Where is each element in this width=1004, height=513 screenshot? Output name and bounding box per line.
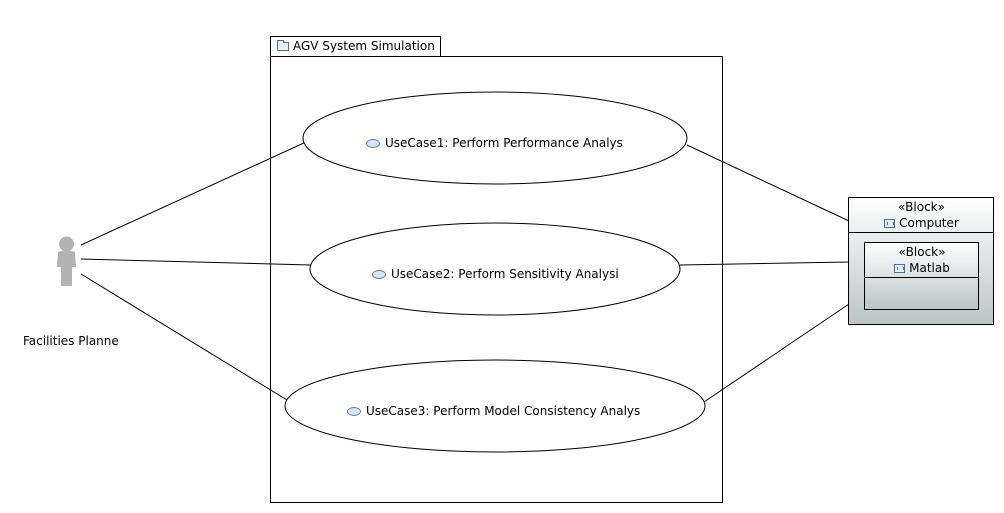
package-label: AGV System Simulation bbox=[277, 39, 435, 53]
actor-label: Facilities Planne bbox=[23, 334, 119, 348]
use-case-icon bbox=[366, 138, 380, 148]
matlab-block[interactable] bbox=[864, 242, 979, 310]
folder-icon bbox=[277, 40, 289, 51]
association-usecase2-computer[interactable] bbox=[679, 261, 850, 266]
association-actor-usecase1[interactable] bbox=[80, 141, 307, 246]
use-case-2-label: UseCase2: Perform Sensitivity Analysi bbox=[372, 267, 622, 281]
use-case-icon bbox=[347, 406, 361, 416]
actor-icon[interactable] bbox=[57, 236, 76, 287]
association-usecase1-computer[interactable] bbox=[686, 144, 850, 222]
association-actor-usecase3[interactable] bbox=[80, 273, 288, 401]
computer-name: Computer bbox=[899, 216, 959, 230]
use-case-3-ellipse[interactable] bbox=[284, 359, 706, 453]
association-actor-usecase2[interactable] bbox=[80, 258, 312, 266]
matlab-name-row: Matlab bbox=[865, 261, 979, 275]
use-case-2-text: UseCase2: Perform Sensitivity Analysi bbox=[391, 267, 619, 281]
computer-name-row: Computer bbox=[849, 216, 994, 230]
use-case-1-ellipse[interactable] bbox=[302, 91, 688, 185]
block-icon bbox=[884, 219, 896, 228]
matlab-stereotype: «Block» bbox=[898, 245, 946, 259]
matlab-name: Matlab bbox=[909, 261, 950, 275]
use-case-1-label: UseCase1: Perform Performance Analys bbox=[366, 136, 629, 150]
package-name: AGV System Simulation bbox=[293, 39, 435, 53]
use-case-1-text: UseCase1: Perform Performance Analys bbox=[385, 136, 623, 150]
use-case-3-text: UseCase3: Perform Model Consistency Anal… bbox=[366, 404, 641, 418]
association-usecase3-computer[interactable] bbox=[703, 303, 850, 403]
block-icon bbox=[894, 264, 906, 273]
use-case-2-ellipse[interactable] bbox=[309, 222, 681, 316]
use-case-icon bbox=[372, 269, 386, 279]
use-case-3-label: UseCase3: Perform Model Consistency Anal… bbox=[347, 404, 646, 418]
computer-stereotype: «Block» bbox=[898, 200, 945, 214]
